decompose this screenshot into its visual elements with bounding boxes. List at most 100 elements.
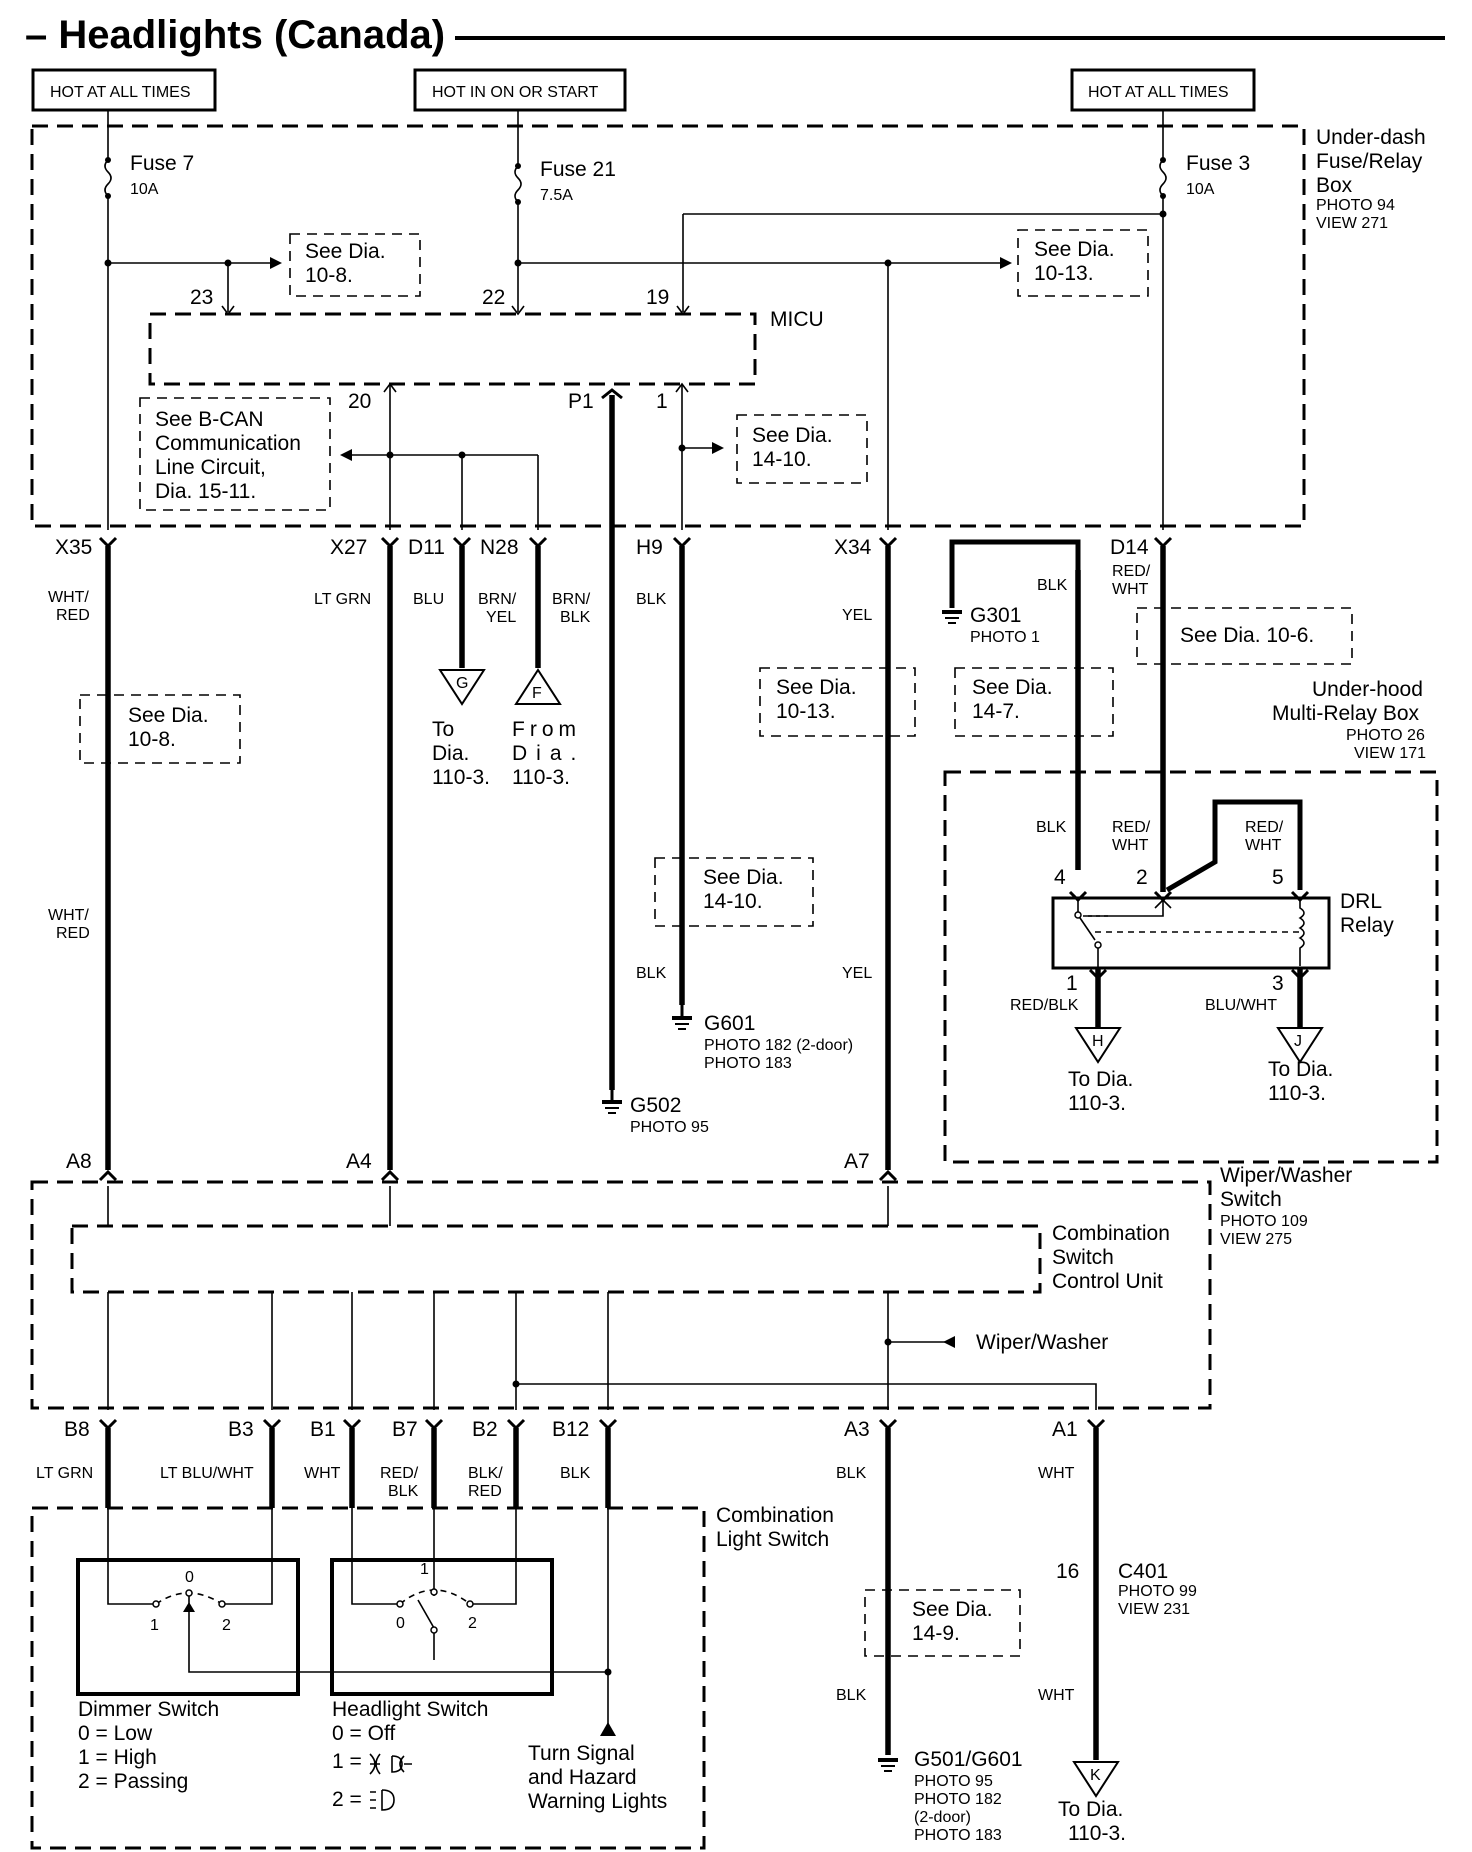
- switch-common-ground-wire: [188, 1660, 608, 1673]
- svg-text:Dimmer Switch: Dimmer Switch: [78, 1698, 219, 1721]
- svg-text:RED/: RED/: [1112, 819, 1151, 836]
- svg-text:YEL: YEL: [842, 965, 872, 982]
- svg-text:22: 22: [482, 286, 505, 309]
- svg-text:RED/BLK: RED/BLK: [1010, 997, 1079, 1014]
- svg-text:5: 5: [1272, 866, 1284, 889]
- svg-text:YEL: YEL: [486, 609, 516, 626]
- svg-text:B3: B3: [228, 1418, 254, 1441]
- svg-text:10-13.: 10-13.: [1034, 262, 1094, 285]
- svg-text:RED/: RED/: [1112, 563, 1151, 580]
- svg-text:See Dia.: See Dia.: [752, 424, 833, 447]
- offpage-K: K To Dia. 110-3.: [1058, 1761, 1126, 1845]
- svg-text:110-3.: 110-3.: [1068, 1822, 1126, 1845]
- svg-text:To Dia.: To Dia.: [1268, 1058, 1333, 1081]
- svg-text:G301: G301: [970, 604, 1021, 627]
- combination-switch-control-unit: [70, 1224, 1042, 1294]
- svg-text:DRL: DRL: [1340, 890, 1382, 913]
- svg-text:See B-CAN: See B-CAN: [155, 408, 264, 431]
- drl-relay-outputs: RED/BLK BLU/WHT: [1010, 968, 1310, 1028]
- svg-text:Light Switch: Light Switch: [716, 1528, 829, 1551]
- svg-text:RED: RED: [56, 925, 90, 942]
- micu-lower-wiring: [340, 384, 724, 1090]
- svg-text:HOT AT ALL TIMES: HOT AT ALL TIMES: [50, 84, 191, 101]
- svg-text:RED: RED: [56, 607, 90, 624]
- svg-text:C401: C401: [1118, 1560, 1168, 1583]
- svg-text:1: 1: [420, 1561, 429, 1578]
- svg-text:VIEW 231: VIEW 231: [1118, 1601, 1190, 1618]
- svg-text:10-8.: 10-8.: [305, 264, 353, 287]
- svg-text:BRN/: BRN/: [478, 591, 517, 608]
- ground-G502: G502 PHOTO 95: [602, 1090, 709, 1136]
- fuse-7: Fuse 7 10A: [104, 110, 194, 199]
- power-box-hot-right: HOT AT ALL TIMES: [1070, 68, 1256, 112]
- parking-light-icon: [369, 1753, 412, 1775]
- svg-text:PHOTO 94: PHOTO 94: [1316, 197, 1395, 214]
- svg-text:BLK: BLK: [636, 591, 667, 608]
- relay-box-outline: [943, 770, 1439, 1164]
- wire-labels-lower: LT GRN LT BLU/WHT WHT RED/ BLK BLK/ RED …: [36, 1465, 1075, 1704]
- relay-wire-labels: BLK RED/ WHT RED/ WHT: [1036, 819, 1284, 854]
- svg-text:G502: G502: [630, 1094, 681, 1117]
- svg-text:BLK: BLK: [560, 609, 591, 626]
- ref-dia-10-8-top: See Dia. 10-8.: [289, 233, 421, 297]
- svg-text:Fuse/Relay: Fuse/Relay: [1316, 150, 1423, 173]
- svg-text:14-10.: 14-10.: [752, 448, 812, 471]
- svg-text:23: 23: [190, 286, 213, 309]
- svg-text:Combination: Combination: [716, 1504, 834, 1527]
- svg-text:Fuse 21: Fuse 21: [540, 158, 616, 181]
- svg-text:YEL: YEL: [842, 607, 872, 624]
- under-dash-fuse-box-label: Under-dash Fuse/Relay Box PHOTO 94 VIEW …: [1316, 126, 1426, 232]
- ref-dia-10-6: See Dia. 10-6.: [1136, 607, 1353, 665]
- svg-text:Fuse 7: Fuse 7: [130, 152, 194, 175]
- svg-text:VIEW 171: VIEW 171: [1354, 745, 1426, 762]
- drl-relay: DRL Relay 4 2 5 1 3: [1051, 866, 1394, 995]
- svg-text:Box: Box: [1316, 174, 1353, 197]
- svg-text:WHT: WHT: [1245, 837, 1282, 854]
- svg-text:RED: RED: [468, 1483, 502, 1500]
- svg-text:10-8.: 10-8.: [128, 728, 176, 751]
- svg-text:BRN/: BRN/: [552, 591, 591, 608]
- svg-text:LT BLU/WHT: LT BLU/WHT: [160, 1465, 254, 1482]
- page-title: – Headlights (Canada): [25, 13, 445, 57]
- wiper-washer-switch-outline: [30, 1180, 1212, 1410]
- svg-text:A8: A8: [66, 1150, 92, 1173]
- svg-text:B1: B1: [310, 1418, 336, 1441]
- svg-text:PHOTO 183: PHOTO 183: [914, 1827, 1002, 1844]
- svg-text:2: 2: [222, 1617, 231, 1634]
- svg-text:Dia. 15-11.: Dia. 15-11.: [155, 480, 256, 503]
- svg-text:Line Circuit,: Line Circuit,: [155, 456, 266, 479]
- ref-dia-10-13-top: See Dia. 10-13.: [1017, 229, 1149, 297]
- headlight-switch: 1 0 2: [330, 1508, 554, 1696]
- ref-dia-14-9: See Dia. 14-9.: [864, 1589, 1021, 1657]
- svg-text:PHOTO 26: PHOTO 26: [1346, 727, 1425, 744]
- svg-text:See Dia.: See Dia.: [305, 240, 386, 263]
- ref-dia-10-13-mid: See Dia. 10-13.: [759, 667, 916, 737]
- svg-text:BLU: BLU: [413, 591, 444, 608]
- connector-C401: 16 C401 PHOTO 99 VIEW 231: [1056, 1560, 1197, 1618]
- svg-text:BLK/: BLK/: [468, 1465, 503, 1482]
- svg-text:X35: X35: [55, 536, 92, 559]
- svg-text:HOT IN ON OR START: HOT IN ON OR START: [432, 84, 598, 101]
- svg-text:110-3.: 110-3.: [1268, 1082, 1326, 1105]
- power-box-hot-mid: HOT IN ON OR START: [413, 68, 627, 112]
- svg-text:2 =: 2 =: [332, 1788, 362, 1811]
- svg-text:2: 2: [468, 1615, 477, 1632]
- ref-dia-10-8-left: See Dia. 10-8.: [79, 694, 241, 764]
- svg-text:1: 1: [150, 1617, 159, 1634]
- headlight-icon: [370, 1789, 395, 1811]
- svg-text:PHOTO 95: PHOTO 95: [914, 1773, 993, 1790]
- wiper-internal-wiring: Wiper/Washer: [107, 1186, 1108, 1410]
- svg-text:WHT: WHT: [1112, 581, 1149, 598]
- svg-text:X27: X27: [330, 536, 367, 559]
- main-wires-lower: [105, 1428, 1099, 1760]
- svg-text:WHT/: WHT/: [48, 589, 89, 606]
- svg-text:PHOTO 109: PHOTO 109: [1220, 1213, 1308, 1230]
- svg-text:Under-hood: Under-hood: [1312, 678, 1423, 701]
- svg-text:0 = Low: 0 = Low: [78, 1722, 153, 1745]
- svg-text:Turn Signal: Turn Signal: [528, 1742, 635, 1765]
- svg-text:10A: 10A: [1186, 181, 1215, 198]
- svg-text:B2: B2: [472, 1418, 498, 1441]
- svg-text:VIEW 271: VIEW 271: [1316, 215, 1388, 232]
- svg-text:G601: G601: [704, 1012, 755, 1035]
